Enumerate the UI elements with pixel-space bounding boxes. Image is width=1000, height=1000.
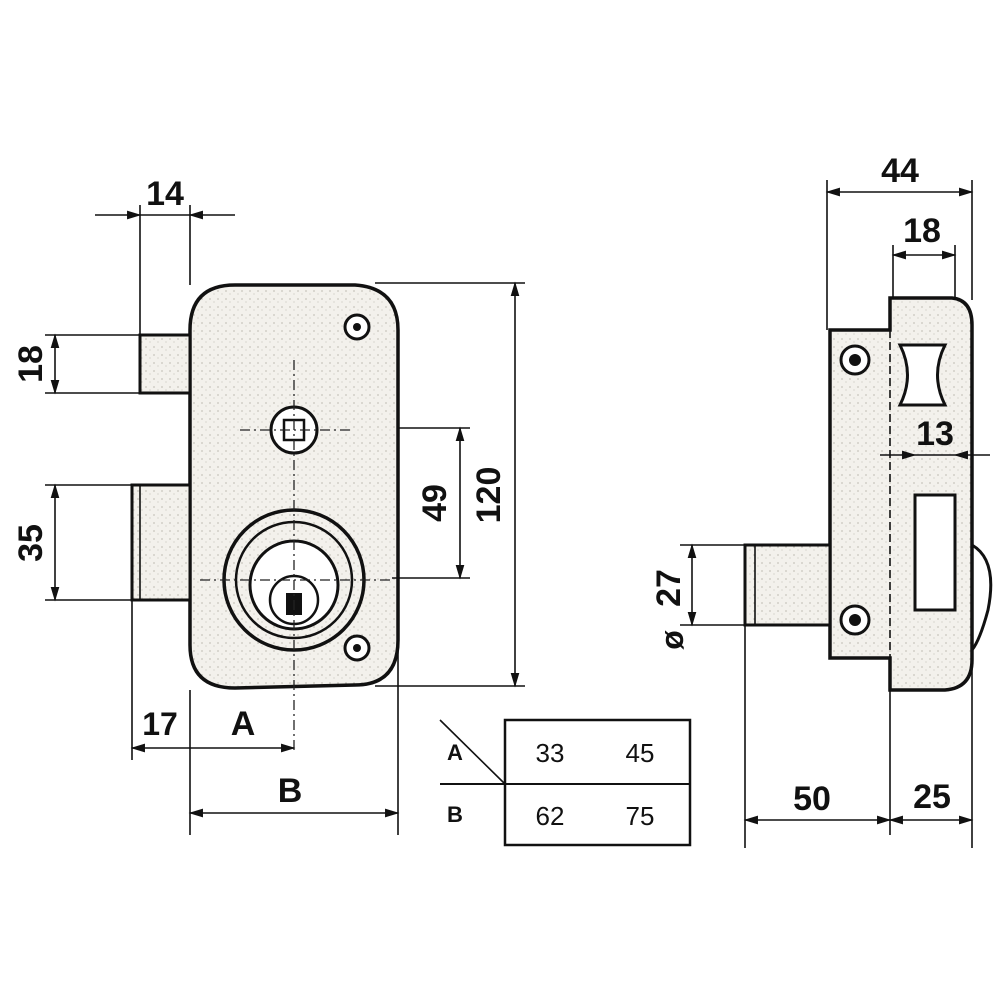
dim-14: 14	[146, 175, 184, 213]
side-latch	[897, 343, 948, 407]
dim-18-side: 18	[903, 212, 941, 250]
side-bolt-slot	[913, 493, 957, 612]
dim-25: 25	[913, 778, 951, 816]
dim-B: B	[278, 772, 303, 810]
dim-120: 120	[470, 467, 508, 524]
side-screw-bottom	[839, 604, 871, 636]
side-view: 44 18 13 27 ø 50 25	[650, 152, 993, 848]
dim-18-front: 18	[12, 345, 50, 383]
upper-bolt	[138, 333, 192, 395]
dim-35: 35	[12, 524, 50, 562]
table-row-key-B: B	[447, 802, 463, 827]
dim-44: 44	[881, 152, 919, 190]
dim-diameter-symbol: ø	[654, 630, 690, 650]
dim-49: 49	[416, 484, 454, 522]
screw-hole-bottom	[343, 634, 371, 662]
size-table: A 33 45 B 62 75	[439, 718, 692, 847]
side-screw-top	[839, 344, 871, 376]
table-cell-A-1: 33	[536, 738, 565, 768]
dim-17: 17	[142, 706, 178, 742]
dim-13: 13	[916, 415, 954, 453]
screw-hole-top	[343, 313, 371, 341]
dim-27: 27	[650, 569, 688, 607]
side-cylinder	[743, 543, 832, 627]
table-cell-B-2: 75	[626, 801, 655, 831]
lower-bolt	[130, 483, 192, 602]
dim-A: A	[231, 705, 256, 743]
table-row-key-A: A	[447, 740, 463, 765]
table-cell-A-2: 45	[626, 738, 655, 768]
dim-50: 50	[793, 780, 831, 818]
front-view: 14 18 35 49 120 17 A B	[12, 175, 525, 835]
table-cell-B-1: 62	[536, 801, 565, 831]
